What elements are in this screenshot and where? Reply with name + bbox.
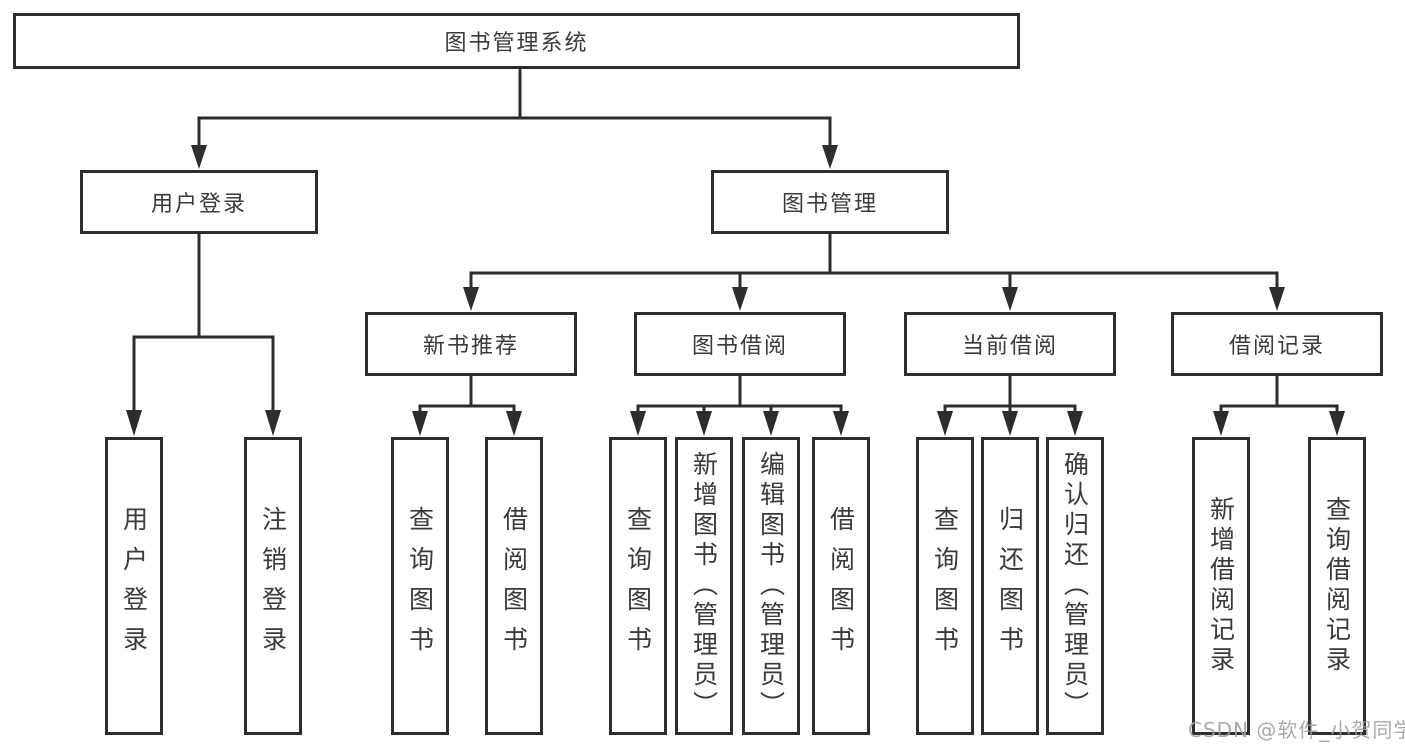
leaf-borrow-book-label: 借阅图书 (826, 506, 856, 666)
leaf-confirm-return-admin: 确认归还（管理员） (1046, 437, 1104, 735)
leaf-return-book-label: 归还图书 (995, 506, 1025, 666)
connector-borrow-to-leaves (636, 376, 843, 415)
leaf-query-book-current: 查询图书 (916, 437, 974, 735)
node-current-borrowing: 当前借阅 (904, 312, 1116, 376)
node-book-borrowing: 图书借阅 (634, 312, 846, 376)
leaf-query-book-current-label: 查询图书 (930, 506, 960, 666)
node-user-login-label: 用户登录 (150, 192, 247, 217)
connector-root-to-level2 (197, 69, 832, 150)
arrowheads (126, 145, 1345, 436)
leaf-user-login-label: 用户登录 (119, 506, 149, 666)
leaf-user-login: 用户登录 (105, 437, 163, 735)
node-user-login: 用户登录 (80, 170, 318, 234)
node-borrow-records: 借阅记录 (1171, 312, 1383, 376)
leaf-return-book: 归还图书 (981, 437, 1039, 735)
node-new-book-recommend: 新书推荐 (365, 312, 577, 376)
connector-current-to-leaves (943, 376, 1077, 415)
node-library-system: 图书管理系统 (13, 13, 1020, 69)
leaf-add-borrow-record-label: 新增借阅记录 (1206, 496, 1236, 676)
csdn-watermark: CSDN @软件_小贺同学 (1188, 718, 1405, 742)
leaf-borrow-book-recommend: 借阅图书 (485, 437, 543, 735)
node-library-system-label: 图书管理系统 (444, 31, 589, 56)
leaf-edit-book-admin-label: 编辑图书（管理员） (756, 451, 786, 721)
node-borrow-records-label: 借阅记录 (1228, 334, 1325, 359)
node-new-book-recommend-label: 新书推荐 (422, 334, 519, 359)
connector-bookmgmt-to-level3 (469, 234, 1279, 291)
leaf-add-book-admin-label: 新增图书（管理员） (689, 451, 719, 721)
leaf-query-borrow-record: 查询借阅记录 (1308, 437, 1366, 735)
leaf-add-borrow-record: 新增借阅记录 (1192, 437, 1250, 735)
leaf-query-book-recommend-label: 查询图书 (405, 506, 435, 666)
leaf-query-book-borrowing: 查询图书 (609, 437, 667, 735)
leaf-query-borrow-record-label: 查询借阅记录 (1322, 496, 1352, 676)
leaf-logout-label: 注销登录 (258, 506, 288, 666)
leaf-query-book-recommend: 查询图书 (391, 437, 449, 735)
connector-newbook-to-leaves (418, 376, 516, 415)
node-current-borrowing-label: 当前借阅 (961, 334, 1058, 359)
leaf-borrow-book-recommend-label: 借阅图书 (499, 506, 529, 666)
node-book-management: 图书管理 (711, 170, 949, 234)
leaf-edit-book-admin: 编辑图书（管理员） (742, 437, 800, 735)
leaf-query-book-borrowing-label: 查询图书 (623, 506, 653, 666)
leaf-add-book-admin: 新增图书（管理员） (675, 437, 733, 735)
leaf-borrow-book: 借阅图书 (812, 437, 870, 735)
node-book-borrowing-label: 图书借阅 (691, 334, 788, 359)
connector-userlogin-to-leaves (132, 234, 275, 414)
node-book-management-label: 图书管理 (781, 192, 878, 217)
leaf-confirm-return-admin-label: 确认归还（管理员） (1060, 451, 1090, 721)
leaf-logout: 注销登录 (244, 437, 302, 735)
connector-record-to-leaves (1219, 376, 1339, 415)
